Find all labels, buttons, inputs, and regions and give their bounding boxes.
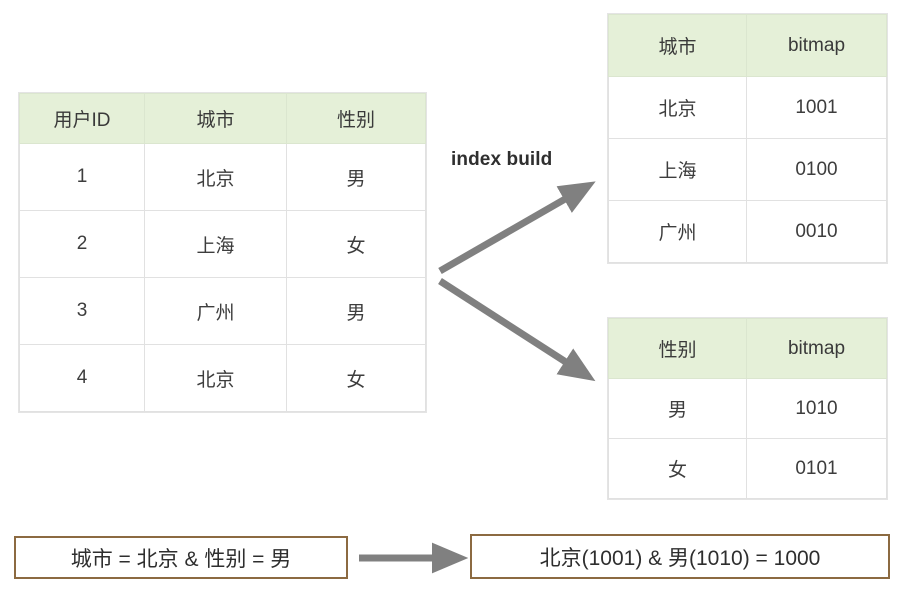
- cell-gender: 女: [286, 210, 426, 278]
- table-row: 男 1010: [608, 378, 887, 439]
- cell-user-id: 3: [19, 277, 145, 345]
- cell-gender: 女: [608, 438, 747, 499]
- column-header-user-id: 用户ID: [19, 93, 145, 144]
- city-bitmap-table: 城市 bitmap 北京 1001 上海 0100 广州 0010: [608, 14, 887, 263]
- arrow-down-right-icon: [438, 278, 596, 382]
- cell-city: 上海: [608, 138, 747, 201]
- table-header-row: 用户ID 城市 性别: [19, 93, 426, 144]
- cell-bitmap: 1010: [746, 378, 887, 439]
- table-row: 女 0101: [608, 438, 887, 499]
- table-header-row: 城市 bitmap: [608, 14, 887, 77]
- column-header-city: 城市: [144, 93, 287, 144]
- cell-gender: 男: [286, 277, 426, 345]
- table-row: 3 广州 男: [19, 277, 426, 345]
- column-header-bitmap: bitmap: [746, 318, 887, 379]
- table-header-row: 性别 bitmap: [608, 318, 887, 379]
- cell-city: 北京: [144, 143, 287, 211]
- table-row: 广州 0010: [608, 200, 887, 263]
- table-row: 4 北京 女: [19, 344, 426, 412]
- result-expression-box: 北京(1001) & 男(1010) = 1000: [470, 534, 890, 579]
- result-expression-text: 北京(1001) & 男(1010) = 1000: [539, 546, 821, 570]
- table-row: 2 上海 女: [19, 210, 426, 278]
- user-source-table: 用户ID 城市 性别 1 北京 男 2 上海 女 3 广州 男 4: [19, 93, 426, 412]
- cell-user-id: 2: [19, 210, 145, 278]
- query-expression-text: 城市 = 北京 & 性别 = 男: [70, 547, 292, 571]
- cell-city: 北京: [144, 344, 287, 412]
- cell-gender: 女: [286, 344, 426, 412]
- cell-bitmap: 0101: [746, 438, 887, 499]
- table-row: 上海 0100: [608, 138, 887, 201]
- cell-bitmap: 0010: [746, 200, 887, 263]
- cell-gender: 男: [286, 143, 426, 211]
- query-expression-box: 城市 = 北京 & 性别 = 男: [14, 536, 348, 579]
- cell-user-id: 1: [19, 143, 145, 211]
- index-build-label: index build: [451, 149, 553, 170]
- cell-bitmap: 1001: [746, 76, 887, 139]
- cell-city: 上海: [144, 210, 287, 278]
- column-header-gender: 性别: [608, 318, 747, 379]
- cell-city: 北京: [608, 76, 747, 139]
- table-row: 1 北京 男: [19, 143, 426, 211]
- cell-city: 广州: [144, 277, 287, 345]
- column-header-gender: 性别: [286, 93, 426, 144]
- arrow-up-right-icon: [438, 181, 596, 275]
- cell-city: 广州: [608, 200, 747, 263]
- cell-bitmap: 0100: [746, 138, 887, 201]
- cell-gender: 男: [608, 378, 747, 439]
- table-row: 北京 1001: [608, 76, 887, 139]
- cell-user-id: 4: [19, 344, 145, 412]
- column-header-city: 城市: [608, 14, 747, 77]
- gender-bitmap-table: 性别 bitmap 男 1010 女 0101: [608, 318, 887, 499]
- column-header-bitmap: bitmap: [746, 14, 887, 77]
